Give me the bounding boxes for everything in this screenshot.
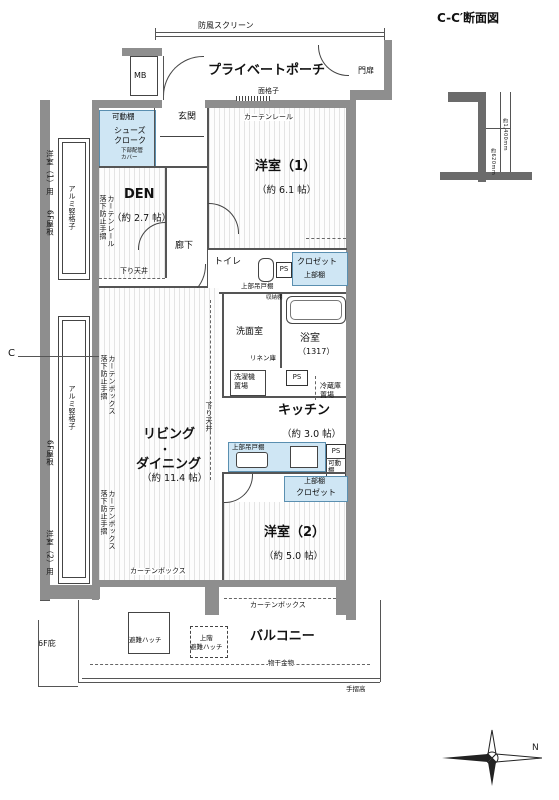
lattice-box-1 bbox=[62, 142, 86, 274]
height-note: 約1,400mm bbox=[502, 118, 508, 152]
western2-door-arc bbox=[224, 474, 253, 503]
balcony-label: バルコニー bbox=[250, 629, 315, 644]
lowered-ceiling1-label: 下り天井 bbox=[120, 267, 148, 275]
kitchen-stove bbox=[290, 446, 318, 468]
dim-note: 約620mm bbox=[490, 148, 496, 176]
drying-rod-label: 物干金物 bbox=[268, 659, 294, 667]
wall-bottom bbox=[92, 580, 356, 587]
linen-label: リネン庫 bbox=[250, 354, 276, 362]
floor-6f-label-2: 6F屋根 bbox=[45, 440, 55, 467]
compass: N bbox=[442, 728, 543, 788]
western2-size: （約 5.0 帖） bbox=[264, 551, 324, 562]
aluminum-lattice-label-1: アルミ竪格子 bbox=[68, 185, 76, 230]
plus-label: ・ bbox=[160, 445, 170, 456]
western2-label: 洋室（2） bbox=[264, 525, 326, 540]
curtain-box-bottom-label: カーテンボックス bbox=[130, 567, 186, 575]
upper-hanging1-label: 上部吊戸棚 bbox=[241, 282, 274, 290]
evac-hatch-upper-label: 上階 避難ハッチ bbox=[190, 634, 223, 651]
lattice-box-2 bbox=[62, 320, 86, 578]
entrance-label: 玄関 bbox=[178, 112, 197, 122]
entrance-door-arc bbox=[163, 56, 204, 97]
ps1-box: PS bbox=[276, 262, 292, 278]
floor-6f-label-3: 6F庇 bbox=[38, 639, 56, 648]
bath-label: 浴室 bbox=[300, 333, 320, 344]
closet1-label: クロゼット bbox=[297, 257, 337, 266]
bath-size: （1317） bbox=[298, 347, 335, 356]
storage-shelf-label: 収納棚 bbox=[266, 295, 283, 301]
toilet-fixture bbox=[258, 258, 274, 282]
hall-label: 廊下 bbox=[175, 241, 194, 251]
living-size: （約 11.4 帖） bbox=[142, 473, 208, 484]
lattice-label: 面格子 bbox=[258, 87, 279, 95]
den-curtain-label: カーテンレール 落下防止手摺 bbox=[99, 195, 115, 248]
evac-hatch-upper-box bbox=[190, 626, 228, 658]
movable-shelf-label: 可動棚 bbox=[112, 112, 135, 121]
dining-label: ダイニング bbox=[136, 457, 202, 472]
western2-floor bbox=[224, 502, 346, 580]
kitchen-label: キッチン bbox=[278, 403, 331, 418]
curtain-rail-top-label: カーテンレール bbox=[244, 113, 293, 121]
wall-top-left bbox=[92, 100, 162, 108]
upper-hanging2-label: 上部吊戸棚 bbox=[232, 443, 265, 451]
western2-use-label: 洋室（2）用 bbox=[45, 530, 55, 576]
shoes-closet bbox=[99, 110, 156, 168]
western1-floor bbox=[209, 108, 346, 248]
western1-size: （約 6.1 帖） bbox=[257, 185, 317, 196]
floor-6f-label-1: 6F屋根 bbox=[45, 210, 55, 237]
gate-label: 門扉 bbox=[358, 66, 374, 75]
upper-shelf2-label: 上部棚 bbox=[304, 477, 325, 485]
washer-box bbox=[230, 370, 266, 396]
c-left-label: C bbox=[8, 348, 15, 359]
den-size: （約 2.7 帖） bbox=[112, 213, 172, 224]
western1-use-label: 洋室（1）用 bbox=[45, 150, 55, 196]
upper-shelf1-label: 上部棚 bbox=[304, 271, 325, 279]
svg-text:N: N bbox=[532, 743, 539, 753]
wall-top-right bbox=[205, 100, 355, 108]
kitchen-sink bbox=[236, 452, 268, 468]
den-label: DEN bbox=[124, 187, 155, 202]
washroom-label: 洗面室 bbox=[236, 327, 264, 337]
closet2 bbox=[284, 476, 348, 502]
curtain-box-living2-label: カーテンボックス 落下防止手摺 bbox=[100, 490, 116, 550]
living-floor bbox=[99, 288, 219, 580]
mb-box bbox=[130, 56, 158, 96]
ps2-box: PS bbox=[286, 370, 308, 386]
aluminum-lattice-label-2: アルミ竪格子 bbox=[68, 385, 76, 430]
windscreen-label: 防風スクリーン bbox=[198, 21, 254, 30]
evac-hatch-label: 避難ハッチ bbox=[129, 636, 162, 644]
fridge-label: 冷蔵庫 置場 bbox=[320, 382, 341, 399]
closet2-label: クロゼット bbox=[296, 488, 336, 497]
shoes-closet-label: シューズ クローク bbox=[114, 126, 146, 145]
washer-label: 洗濯機 置場 bbox=[234, 373, 255, 390]
curtain-box-living1-label: カーテンボックス 落下防止手摺 bbox=[100, 355, 116, 415]
handrail-label: 手摺高 bbox=[346, 685, 366, 693]
private-porch-label: プライベートポーチ bbox=[208, 63, 326, 78]
mb-label: MB bbox=[134, 71, 147, 80]
movable-shelf2-label: 可動 棚 bbox=[328, 459, 341, 474]
living-label: リビング bbox=[143, 427, 196, 442]
pipe-cover-label: 下部配管 カバー bbox=[121, 148, 144, 161]
closet1 bbox=[292, 252, 348, 286]
section-diagram: 約1,400mm 約620mm bbox=[440, 88, 540, 188]
section-title: C-C′断面図 bbox=[437, 11, 500, 25]
kitchen-size: （約 3.0 帖） bbox=[282, 429, 342, 440]
toilet-label: トイレ bbox=[214, 257, 242, 267]
curtain-box-w2-label: カーテンボックス bbox=[250, 601, 306, 609]
evac-hatch-box bbox=[128, 612, 170, 654]
wall-left bbox=[92, 100, 99, 600]
western1-label: 洋室（1） bbox=[255, 159, 317, 174]
lowered-ceiling2-label: 下り天井 bbox=[205, 402, 213, 432]
